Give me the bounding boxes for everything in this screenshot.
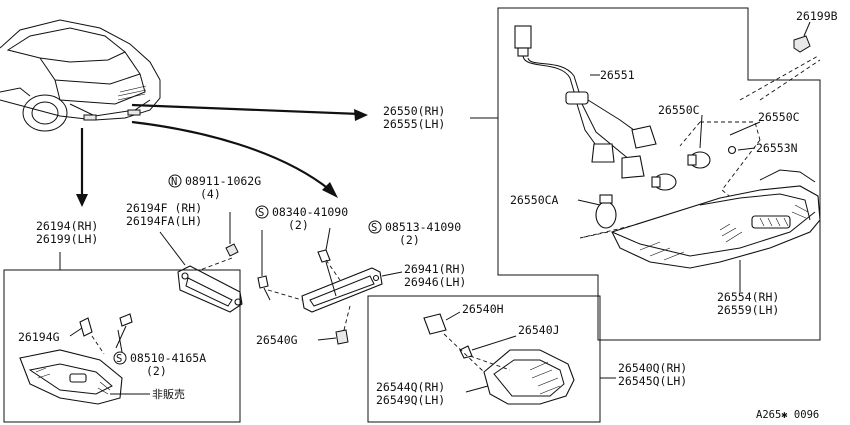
part-labels: 26199B 26551 26550C 26550C 26553N 26550C… [18, 9, 838, 421]
screw-symbol-icon [113, 351, 127, 365]
label-08340-qty: (2) [288, 218, 309, 232]
screw-symbol-letter-a: S [258, 207, 264, 219]
label-26946LH: 26946(LH) [404, 275, 466, 289]
label-08513-qty: (2) [399, 233, 420, 247]
screw-symbol-letter-b: S [371, 222, 377, 234]
label-not-for-sale: 非販売 [152, 388, 185, 401]
label-26540H: 26540H [462, 302, 504, 316]
label-26199LH: 26199(LH) [36, 232, 98, 246]
part-26941-bracket [257, 227, 403, 345]
label-26559LH: 26559(LH) [717, 303, 779, 317]
screw-symbol-letter-c: S [116, 353, 122, 365]
screw-symbol-icon [255, 205, 269, 219]
callout-arrows [76, 103, 368, 207]
label-26554RH: 26554(RH) [717, 290, 779, 304]
label-26194FA: 26194FA(LH) [126, 214, 202, 228]
label-26550CA: 26550CA [510, 193, 559, 207]
label-26553N: 26553N [756, 141, 798, 155]
label-08510-qty: (2) [146, 364, 167, 378]
label-26540QRH: 26540Q(RH) [618, 361, 687, 375]
part-26554-rear-lens [611, 169, 821, 292]
part-26194F-bracket [159, 212, 243, 313]
figure-code: A265✱ 0096 [756, 409, 819, 421]
front-side-marker-box [367, 295, 616, 423]
leader-lines-rear [577, 74, 761, 206]
label-26544QRH: 26544Q(RH) [376, 380, 445, 394]
label-26540J: 26540J [518, 323, 560, 337]
label-08340: 08340-41090 [272, 205, 348, 219]
label-08510: 08510-4165A [130, 351, 206, 365]
label-26194RH: 26194(RH) [36, 219, 98, 233]
label-08911: 08911-1062G [185, 174, 261, 188]
nut-symbol-letter: N [171, 176, 177, 188]
label-26550C-a: 26550C [658, 103, 700, 117]
label-26545QLH: 26545Q(LH) [618, 374, 687, 388]
label-26194G: 26194G [18, 330, 60, 344]
side-marker-box [3, 252, 241, 423]
label-08513: 08513-41090 [385, 220, 461, 234]
label-26941RH: 26941(RH) [404, 262, 466, 276]
label-26540G: 26540G [256, 333, 298, 347]
label-26550C-b: 26550C [758, 110, 800, 124]
label-26551: 26551 [600, 68, 635, 82]
rear-lamp-box [470, 7, 821, 341]
label-08911-qty: (4) [200, 187, 221, 201]
nut-symbol-icon [168, 174, 182, 188]
screw-symbol-icon [368, 220, 382, 234]
label-26194F: 26194F (RH) [126, 201, 202, 215]
part-26551-harness [514, 25, 657, 179]
label-26199B: 26199B [796, 9, 838, 23]
label-26555LH: 26555(LH) [383, 117, 445, 131]
part-bulbs [595, 145, 737, 229]
part-26199B-clip [793, 21, 811, 53]
car-front-illustration [0, 19, 161, 132]
label-26550RH: 26550(RH) [383, 104, 445, 118]
label-26549QLH: 26549Q(LH) [376, 393, 445, 407]
